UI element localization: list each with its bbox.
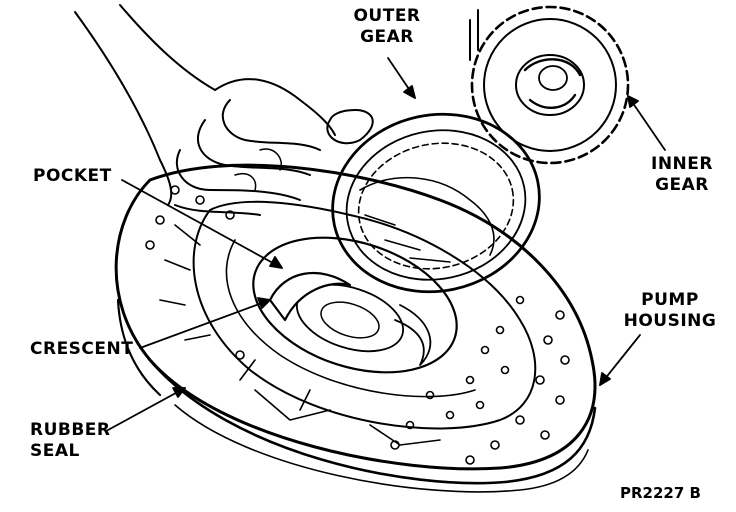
leader-lines xyxy=(107,57,666,431)
pump-housing xyxy=(114,163,597,493)
label-pocket-text: POCKET xyxy=(33,166,112,186)
inner-gear xyxy=(469,5,630,165)
label-pump-housing-line2: HOUSING xyxy=(623,311,717,331)
label-pump-housing-line1: PUMP xyxy=(641,290,699,310)
label-rubber-seal-line2: SEAL xyxy=(30,441,80,461)
label-crescent-text: CRESCENT xyxy=(30,339,134,359)
label-pocket: POCKET xyxy=(33,166,112,187)
label-inner-gear: INNER GEAR xyxy=(640,154,724,196)
figure-reference: PR2227 B xyxy=(620,484,701,502)
label-inner-gear-line2: GEAR xyxy=(655,175,709,195)
crescent-shape xyxy=(268,271,352,322)
bolt-holes xyxy=(145,185,570,465)
hand xyxy=(74,4,374,216)
label-outer-gear: OUTER GEAR xyxy=(340,6,434,48)
label-pump-housing: PUMP HOUSING xyxy=(614,290,726,332)
label-inner-gear-line1: INNER xyxy=(651,154,713,174)
label-crescent: CRESCENT xyxy=(30,339,133,360)
label-rubber-seal: RUBBER SEAL xyxy=(30,420,111,462)
label-outer-gear-line2: GEAR xyxy=(360,27,414,47)
outer-gear xyxy=(331,112,541,294)
label-outer-gear-line1: OUTER xyxy=(353,6,421,26)
label-rubber-seal-line1: RUBBER xyxy=(30,420,111,440)
